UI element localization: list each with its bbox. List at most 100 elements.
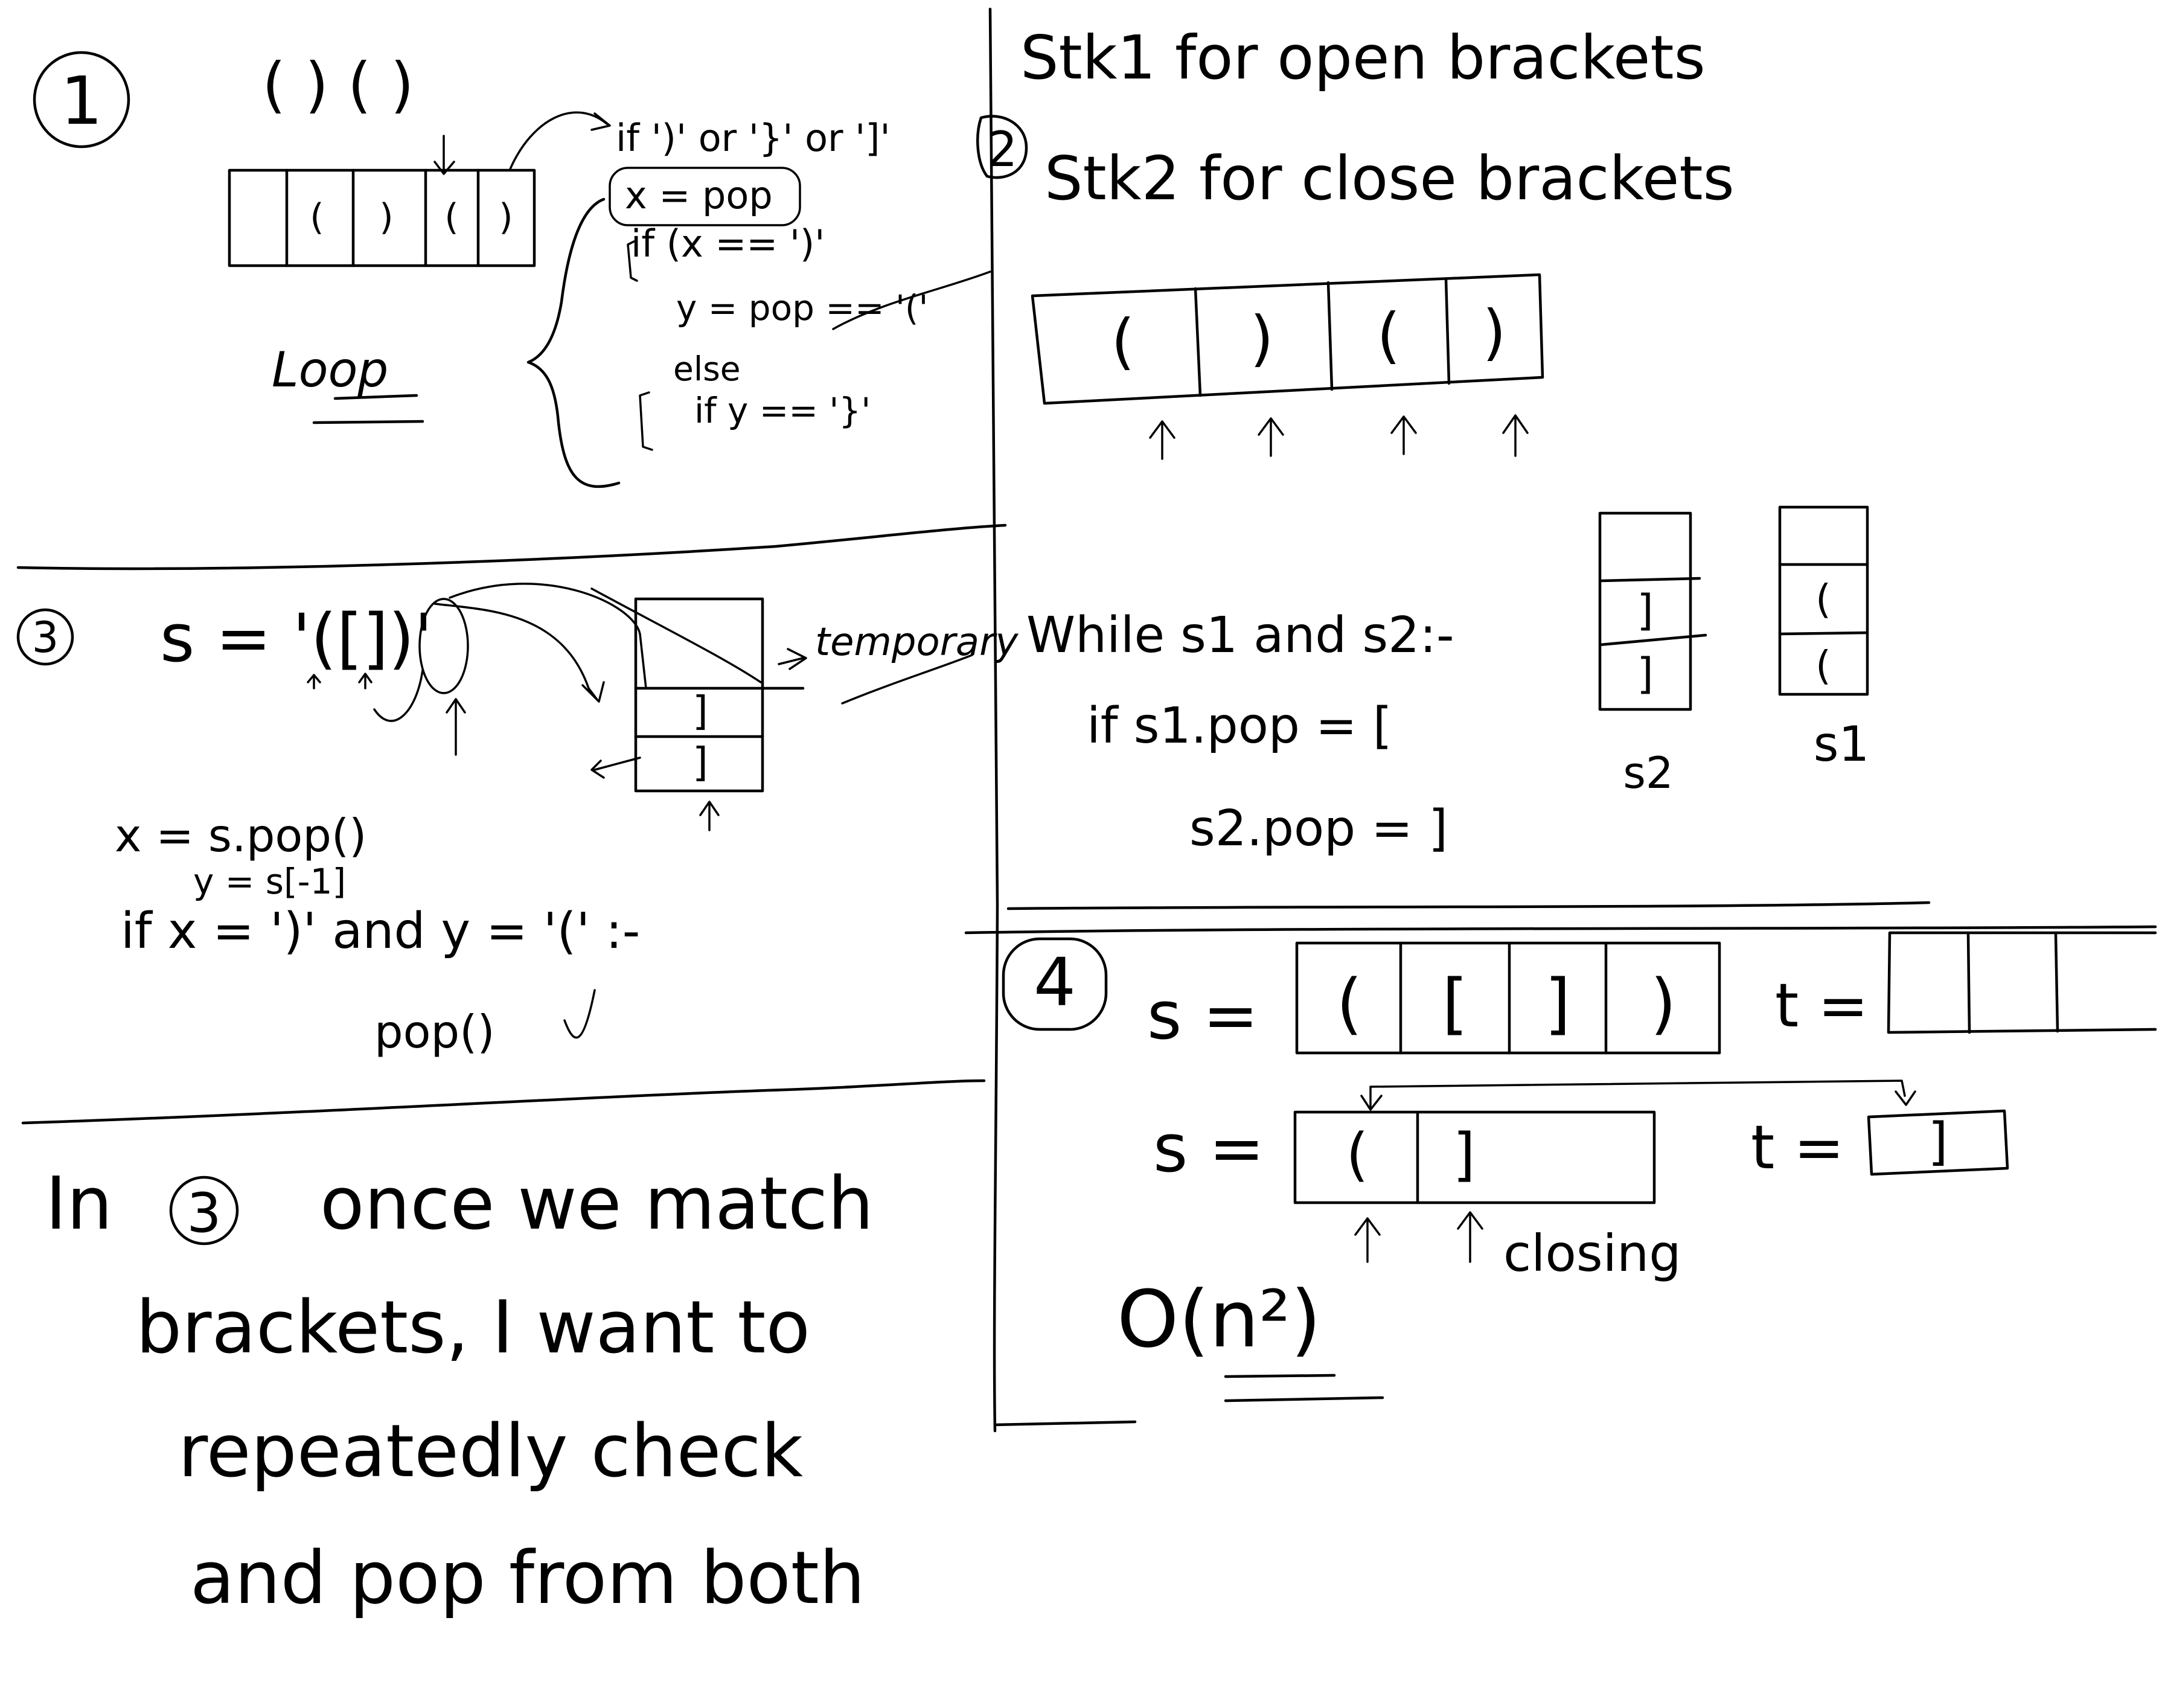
up-arrow-icon [1457, 1211, 1483, 1263]
section-3: 3 s = '([])' ] ] temporary x = s.pop() y… [16, 583, 1019, 1058]
s-assignment: s = '([])' [160, 600, 433, 677]
up-arrow-icon [1354, 1217, 1381, 1263]
loop-arrow [373, 669, 424, 722]
section-2: 2 Stk1 for open brackets Stk2 for close … [976, 22, 1870, 857]
x-line: x = s.pop() [115, 809, 366, 862]
closing-label: closing [1503, 1224, 1681, 1283]
complexity-underline [1224, 1374, 1384, 1403]
pair-sample: ( ) ( ) [262, 50, 414, 120]
array-cell: ] [1453, 1122, 1475, 1188]
while-line: While s1 and s2:- [1026, 607, 1454, 664]
array-cell: ( [1111, 306, 1134, 377]
divider-left-bottom [21, 1079, 986, 1125]
code-arrow-line [832, 270, 991, 330]
temporary-underline [841, 654, 973, 705]
up-arrow-icon [1502, 414, 1529, 457]
s-label-second: s = [1153, 1110, 1264, 1187]
stack-divider [1598, 633, 1707, 647]
array-divider [1326, 281, 1334, 391]
arrow-to-temp [449, 583, 647, 689]
array-cell: ) [379, 196, 393, 238]
section-1-circle [33, 51, 130, 149]
right-arrow-icon [778, 648, 807, 670]
array-cell: ) [1250, 303, 1273, 374]
bracket-mark [627, 240, 638, 282]
stack-s1-label: s1 [1814, 716, 1870, 772]
note-line: In [45, 1162, 112, 1246]
bottom-note: In 3 once we match brackets, I want to r… [45, 1162, 874, 1620]
array-cell: ( [1377, 300, 1400, 371]
loop-underline [312, 394, 424, 424]
code-line: y = pop == '(' [676, 287, 929, 328]
note-line: and pop from both [190, 1537, 865, 1620]
up-arrow-icon [1390, 415, 1417, 455]
stack-cell: ] [1637, 649, 1653, 699]
s-array-second [1293, 1110, 1656, 1204]
t-label-second: t = [1751, 1112, 1844, 1183]
note-line: repeatedly check [178, 1410, 803, 1494]
stack-s1 [1778, 505, 1869, 696]
stack-cell: ( [1815, 576, 1831, 622]
diagonal-arrow [590, 587, 762, 683]
stack-divider [1598, 577, 1701, 583]
divider-right-lower [964, 925, 2157, 935]
curly-brace [526, 197, 621, 488]
divider-left-top [16, 523, 1007, 571]
array-cell: ( [444, 196, 458, 238]
section-1: 1 ( ) ( ) ( ) ( ) Loop if ')' or '}' or … [33, 50, 991, 488]
code-line: if (x == ')' [631, 222, 825, 266]
section-3-number: 3 [32, 613, 59, 662]
temp-stack [634, 597, 764, 793]
curved-arrow-icon [509, 111, 611, 170]
code-line: x = pop [625, 173, 773, 217]
stack-cell: ] [692, 739, 708, 785]
array-divider [2054, 933, 2059, 1033]
temporary-label: temporary [815, 620, 1019, 665]
array-cell: ] [1928, 1112, 1948, 1172]
stack-cell: ] [692, 688, 708, 734]
section-3-circle [16, 608, 74, 666]
s-label: s = [1147, 977, 1258, 1054]
if-line: if s1.pop = [ [1087, 697, 1392, 755]
stack-s2-label: s2 [1623, 747, 1673, 798]
down-arrow-icon [433, 135, 455, 175]
arrow-to-stack [433, 603, 605, 703]
vertical-divider [988, 7, 999, 1433]
pop-call: pop() [374, 1005, 495, 1058]
divider-corner-tick [993, 1420, 1137, 1427]
stack-s2 [1598, 511, 1692, 711]
up-arrow-icon [307, 674, 321, 689]
section-2-number: 2 [987, 121, 1018, 178]
if-line: if x = ')' and y = '(' :- [121, 903, 640, 960]
note-line: brackets, I want to [136, 1286, 810, 1370]
up-arrow-icon [446, 698, 466, 756]
array-cell: [ [1442, 965, 1468, 1042]
t-label: t = [1775, 970, 1869, 1041]
bracket-arrow-icon [1360, 1079, 1916, 1111]
note-ref-number: 3 [187, 1182, 221, 1245]
array-divider [1194, 287, 1202, 397]
loop-label: Loop [272, 342, 388, 398]
complexity-label: O(n²) [1117, 1273, 1321, 1365]
note-ref-circle [169, 1175, 239, 1246]
divider-lines [16, 7, 2157, 1433]
array-cell: ( [1346, 1122, 1368, 1188]
array-divider [1966, 933, 1971, 1034]
up-arrow-icon [699, 801, 720, 831]
bracket-mark [639, 391, 653, 451]
note-line: once we match [320, 1162, 874, 1246]
code-line: else [673, 350, 741, 388]
section-4: 4 s = ( [ ] ) t = s = ( ] t = ] closing … [1002, 931, 2157, 1403]
code-line: if ')' or '}' or ']' [616, 116, 891, 160]
pop-line: s2.pop = ] [1189, 800, 1448, 857]
section-2-circle [976, 115, 1028, 179]
section-2-array [1031, 273, 1544, 405]
section-1-number: 1 [60, 62, 103, 139]
array-divider [1444, 277, 1451, 385]
section-4-circle [1002, 937, 1108, 1031]
array-cell: ) [499, 196, 513, 238]
section-4-number: 4 [1034, 944, 1076, 1021]
stack1-heading: Stk1 for open brackets [1020, 22, 1706, 93]
checkmark [563, 989, 596, 1039]
